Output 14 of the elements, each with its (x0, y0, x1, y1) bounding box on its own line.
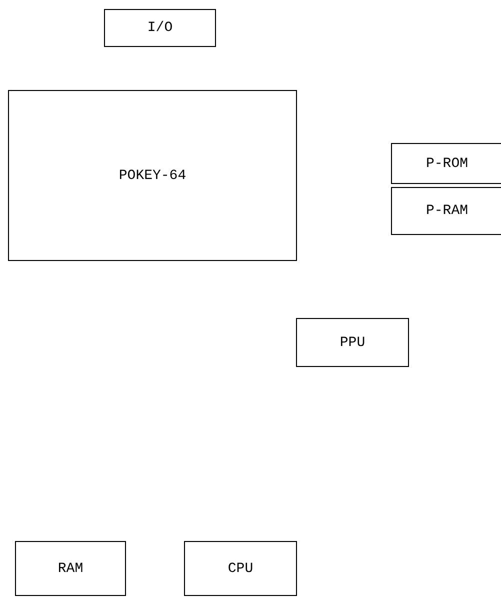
component-label: P-ROM (426, 156, 468, 172)
component-box (391, 143, 501, 184)
component-label: P-RAM (426, 203, 468, 219)
component-box (104, 9, 216, 47)
component-label: RAM (58, 560, 84, 576)
component-label: PPU (340, 334, 366, 350)
component-label: I/O (147, 20, 173, 36)
component-box (296, 318, 409, 367)
component-box (391, 187, 501, 235)
component-box (184, 541, 297, 596)
component-box (8, 90, 297, 261)
component-box (15, 541, 126, 596)
component-label: CPU (228, 560, 254, 576)
component-label: POKEY-64 (118, 168, 186, 184)
